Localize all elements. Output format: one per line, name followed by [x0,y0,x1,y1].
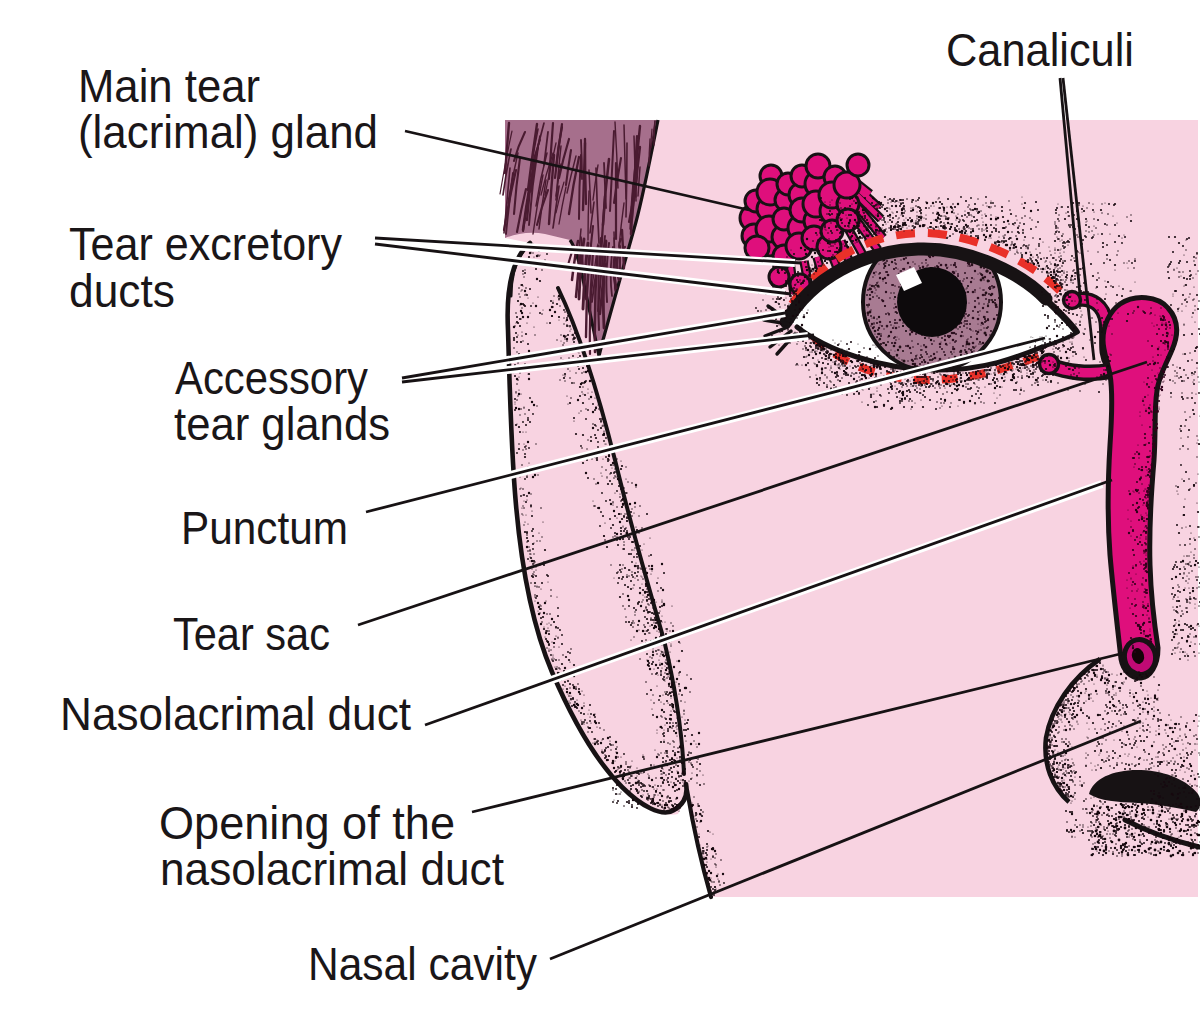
svg-text:tear glands: tear glands [174,398,390,450]
svg-text:(lacrimal) gland: (lacrimal) gland [78,106,378,158]
svg-text:Punctum: Punctum [181,502,348,554]
svg-text:ducts: ducts [69,265,175,317]
svg-text:Tear excretory: Tear excretory [69,218,342,270]
svg-text:Nasal cavity: Nasal cavity [308,938,537,990]
svg-text:nasolacrimal duct: nasolacrimal duct [160,843,504,895]
svg-text:Nasolacrimal duct: Nasolacrimal duct [60,688,411,740]
svg-text:Accessory: Accessory [175,352,368,404]
svg-text:Canaliculi: Canaliculi [946,24,1134,76]
svg-text:Tear sac: Tear sac [173,608,330,660]
svg-text:Opening of the: Opening of the [159,797,455,849]
svg-text:Main tear: Main tear [78,60,260,112]
